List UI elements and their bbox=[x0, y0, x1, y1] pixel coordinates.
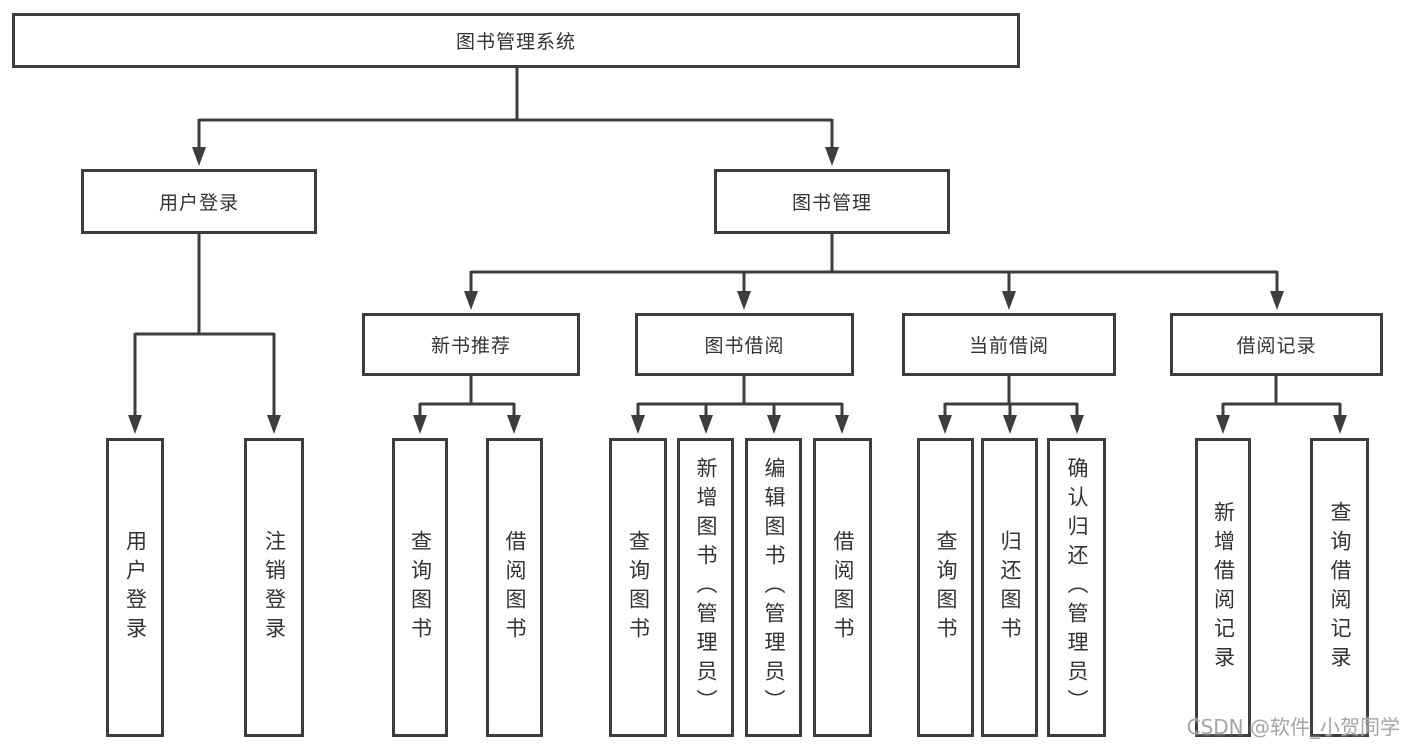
arrowhead-icon bbox=[699, 415, 713, 434]
leaf-query-borrow-record: 查询借阅记录 bbox=[1310, 438, 1369, 737]
node-user-login: 用户登录 bbox=[81, 169, 317, 234]
leaf-label: 查询图书 bbox=[626, 529, 651, 646]
arrowhead-icon bbox=[267, 415, 281, 434]
arrowhead-icon bbox=[1003, 415, 1017, 434]
arrowhead-icon bbox=[1270, 291, 1284, 310]
arrowhead-icon bbox=[835, 415, 849, 434]
leaf-label: 确认归还（管理员） bbox=[1065, 457, 1089, 718]
leaf-label: 用户登录 bbox=[123, 529, 148, 646]
arrowhead-icon bbox=[767, 415, 781, 434]
node-label: 新书推荐 bbox=[430, 335, 511, 357]
arrowhead-icon bbox=[938, 415, 952, 434]
node-new-book-recommend: 新书推荐 bbox=[362, 313, 580, 376]
arrowhead-icon bbox=[825, 147, 839, 166]
leaf-label: 新增借阅记录 bbox=[1211, 500, 1236, 675]
leaf-query-book-borrow: 查询图书 bbox=[609, 438, 667, 737]
node-borrow-records: 借阅记录 bbox=[1170, 313, 1383, 376]
node-library-system: 图书管理系统 bbox=[12, 13, 1020, 68]
leaf-borrow-book: 借阅图书 bbox=[813, 438, 872, 737]
leaf-edit-book-admin: 编辑图书（管理员） bbox=[745, 438, 802, 737]
leaf-label: 查询图书 bbox=[934, 529, 958, 646]
leaf-label: 编辑图书（管理员） bbox=[762, 457, 786, 718]
node-label: 图书借阅 bbox=[704, 335, 785, 357]
node-book-management: 图书管理 bbox=[714, 169, 950, 234]
leaf-label: 借阅图书 bbox=[503, 529, 527, 646]
leaf-confirm-return-admin: 确认归还（管理员） bbox=[1047, 438, 1106, 737]
leaf-label: 注销登录 bbox=[262, 529, 287, 646]
arrowhead-icon bbox=[192, 147, 206, 166]
arrowhead-icon bbox=[128, 415, 142, 434]
node-label: 当前借阅 bbox=[968, 335, 1049, 357]
arrowhead-icon bbox=[507, 415, 521, 434]
leaf-label: 借阅图书 bbox=[831, 529, 855, 646]
arrowhead-icon bbox=[1002, 291, 1016, 310]
node-book-borrow: 图书借阅 bbox=[635, 313, 854, 376]
node-label: 借阅记录 bbox=[1236, 335, 1317, 357]
arrowhead-icon bbox=[1216, 415, 1230, 434]
leaf-return-book: 归还图书 bbox=[981, 438, 1038, 737]
leaf-add-borrow-record: 新增借阅记录 bbox=[1195, 438, 1251, 737]
arrowhead-icon bbox=[1070, 415, 1084, 434]
arrowhead-icon bbox=[464, 291, 478, 310]
leaf-label: 查询图书 bbox=[408, 529, 433, 646]
node-label: 用户登录 bbox=[158, 192, 239, 214]
node-label: 图书管理系统 bbox=[455, 31, 576, 53]
arrowhead-icon bbox=[737, 291, 751, 310]
leaf-label: 新增图书（管理员） bbox=[694, 457, 718, 718]
leaf-label: 查询借阅记录 bbox=[1328, 500, 1352, 675]
arrowhead-icon bbox=[413, 415, 427, 434]
arrowhead-icon bbox=[1333, 415, 1347, 434]
leaf-logout: 注销登录 bbox=[244, 438, 304, 737]
node-label: 图书管理 bbox=[791, 192, 872, 214]
leaf-query-book-current: 查询图书 bbox=[917, 438, 974, 737]
leaf-query-book-recommend: 查询图书 bbox=[392, 438, 448, 737]
leaf-label: 归还图书 bbox=[998, 529, 1022, 646]
node-current-borrow: 当前借阅 bbox=[902, 313, 1116, 376]
arrowhead-icon bbox=[631, 415, 645, 434]
leaf-borrow-book-recommend: 借阅图书 bbox=[486, 438, 543, 737]
leaf-add-book-admin: 新增图书（管理员） bbox=[677, 438, 734, 737]
leaf-user-login: 用户登录 bbox=[106, 438, 164, 737]
watermark: CSDN @软件_小贺同学 bbox=[1186, 715, 1400, 739]
